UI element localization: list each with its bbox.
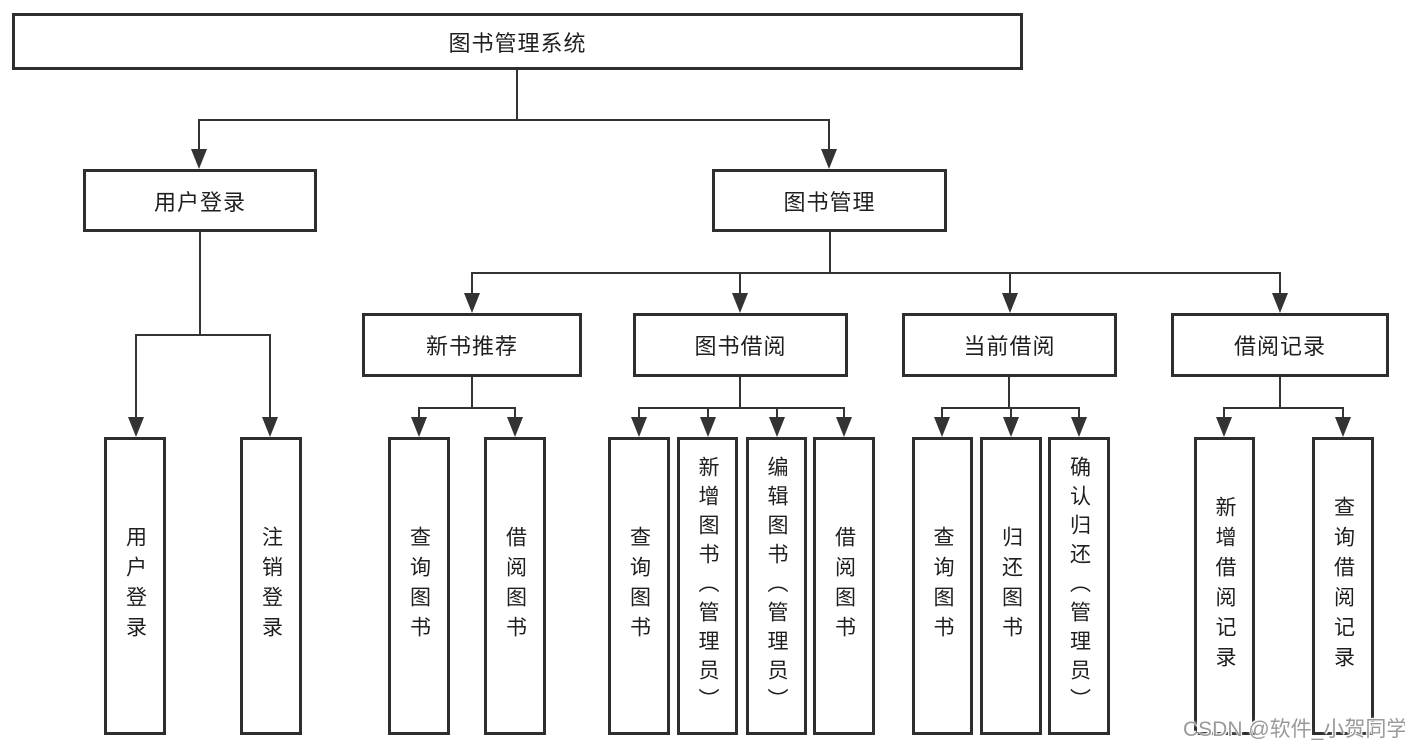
leaf-query-books-borrow: 查询图书 bbox=[608, 437, 670, 735]
leaf-query-books-current: 查询图书 bbox=[912, 437, 973, 735]
node-label: 查询图书 bbox=[407, 526, 431, 646]
node-new-book-recommendation: 新书推荐 bbox=[362, 313, 582, 377]
node-label: 确认归还（管理员） bbox=[1067, 455, 1091, 717]
node-label: 借阅图书 bbox=[832, 526, 856, 646]
node-label: 借阅记录 bbox=[1233, 334, 1326, 359]
node-label: 用户登录 bbox=[123, 526, 147, 646]
leaf-query-books-recommend: 查询图书 bbox=[388, 437, 450, 735]
node-label: 新增图书（管理员） bbox=[696, 455, 719, 717]
node-label: 归还图书 bbox=[999, 526, 1023, 646]
node-label: 查询图书 bbox=[931, 526, 954, 646]
node-label: 当前借阅 bbox=[963, 334, 1056, 359]
node-book-borrowing: 图书借阅 bbox=[633, 313, 848, 377]
leaf-confirm-return-admin: 确认归还（管理员） bbox=[1048, 437, 1110, 735]
node-label: 图书借阅 bbox=[694, 334, 787, 359]
node-label: 编辑图书（管理员） bbox=[765, 455, 788, 717]
leaf-query-borrow-record: 查询借阅记录 bbox=[1312, 437, 1374, 735]
node-label: 图书管理 bbox=[783, 189, 876, 215]
arrowhead-icons bbox=[128, 149, 1351, 437]
node-book-management: 图书管理 bbox=[712, 169, 947, 232]
node-book-management-system: 图书管理系统 bbox=[12, 13, 1023, 70]
leaf-add-borrow-record: 新增借阅记录 bbox=[1194, 437, 1255, 735]
leaf-user-login: 用户登录 bbox=[104, 437, 166, 735]
node-label: 注销登录 bbox=[259, 526, 283, 646]
node-current-borrowing: 当前借阅 bbox=[902, 313, 1117, 377]
node-label: 用户登录 bbox=[153, 189, 246, 215]
node-label: 借阅图书 bbox=[503, 526, 527, 646]
node-borrowing-records: 借阅记录 bbox=[1171, 313, 1389, 377]
node-label: 图书管理系统 bbox=[448, 30, 587, 56]
leaf-borrow-books: 借阅图书 bbox=[813, 437, 875, 735]
leaf-borrow-books-recommend: 借阅图书 bbox=[484, 437, 546, 735]
leaf-return-books: 归还图书 bbox=[980, 437, 1042, 735]
node-user-login: 用户登录 bbox=[83, 169, 317, 232]
leaf-logout: 注销登录 bbox=[240, 437, 302, 735]
csdn-watermark: CSDN @软件_小贺同学 bbox=[1183, 718, 1405, 741]
node-label: 新增借阅记录 bbox=[1213, 496, 1236, 676]
node-label: 新书推荐 bbox=[425, 334, 518, 359]
leaf-add-books-admin: 新增图书（管理员） bbox=[677, 437, 738, 735]
node-label: 查询借阅记录 bbox=[1331, 496, 1355, 676]
node-label: 查询图书 bbox=[627, 526, 651, 646]
leaf-edit-books-admin: 编辑图书（管理员） bbox=[746, 437, 807, 735]
